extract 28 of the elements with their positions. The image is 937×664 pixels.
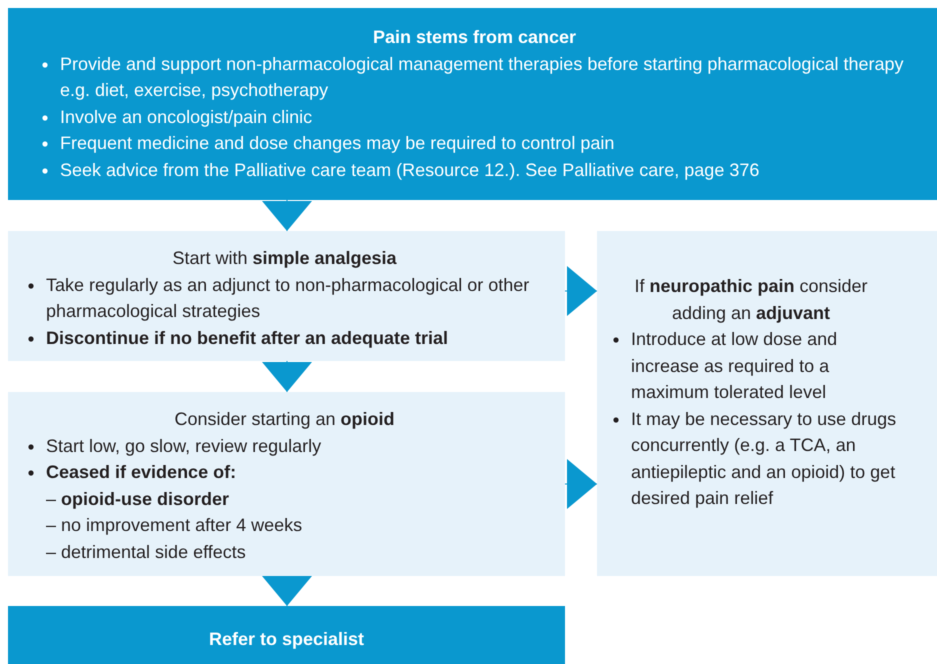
- highlight-box: [8, 8, 937, 200]
- bullet-text: It may be necessary to use drugs concurrently (e.g. a TCA, an antiepileptic and an opioid) to get desired pain relief: [631, 408, 896, 508]
- process-box: [597, 231, 937, 576]
- arrow: [564, 459, 598, 509]
- bullet-text: Seek advice from the Palliative care team (Resource 12.). See Palliative care, page 376: [60, 160, 760, 180]
- arrow: [262, 360, 312, 392]
- process-box: [8, 231, 565, 361]
- highlight-box: [8, 606, 565, 664]
- box-heading: Consider starting an opioid: [174, 409, 395, 429]
- box-heading: Pain stems from cancer: [372, 27, 576, 47]
- box-heading: If neuropathic pain consider adding an adjuvant: [634, 276, 868, 322]
- box-heading: Refer to specialist: [208, 629, 364, 649]
- process-box: [8, 392, 565, 576]
- bullet-text: – no improvement after 4 weeks: [46, 515, 302, 535]
- bullet-text: Involve an oncologist/pain clinic: [60, 106, 312, 126]
- bullet-text: Start low, go slow, review regularly: [46, 436, 322, 456]
- arrow: [262, 200, 312, 232]
- arrow: [564, 266, 598, 316]
- arrow: [262, 576, 312, 606]
- bullet-text: – detrimental side effects: [46, 542, 246, 562]
- bullet-text: Ceased if evidence of:: [46, 462, 236, 482]
- bullet-text: – opioid-use disorder: [46, 488, 230, 508]
- bullet-text: Frequent medicine and dose changes may be required to control pain: [60, 133, 614, 153]
- bullet-text: Take regularly as an adjunct to non-pharmacological or other pharmacological strategies: [46, 274, 530, 321]
- box-heading: Start with simple analgesia: [172, 248, 397, 268]
- bullet-text: Provide and support non-pharmacological management therapies before starting pharmacological therapy e.g. diet, exercise, psychotherapy: [60, 54, 904, 100]
- bullet-text: Introduce at low dose and increase as required to a maximum tolerated level: [631, 329, 838, 402]
- bullet-text: Discontinue if no benefit after an adequate trial: [46, 328, 448, 348]
